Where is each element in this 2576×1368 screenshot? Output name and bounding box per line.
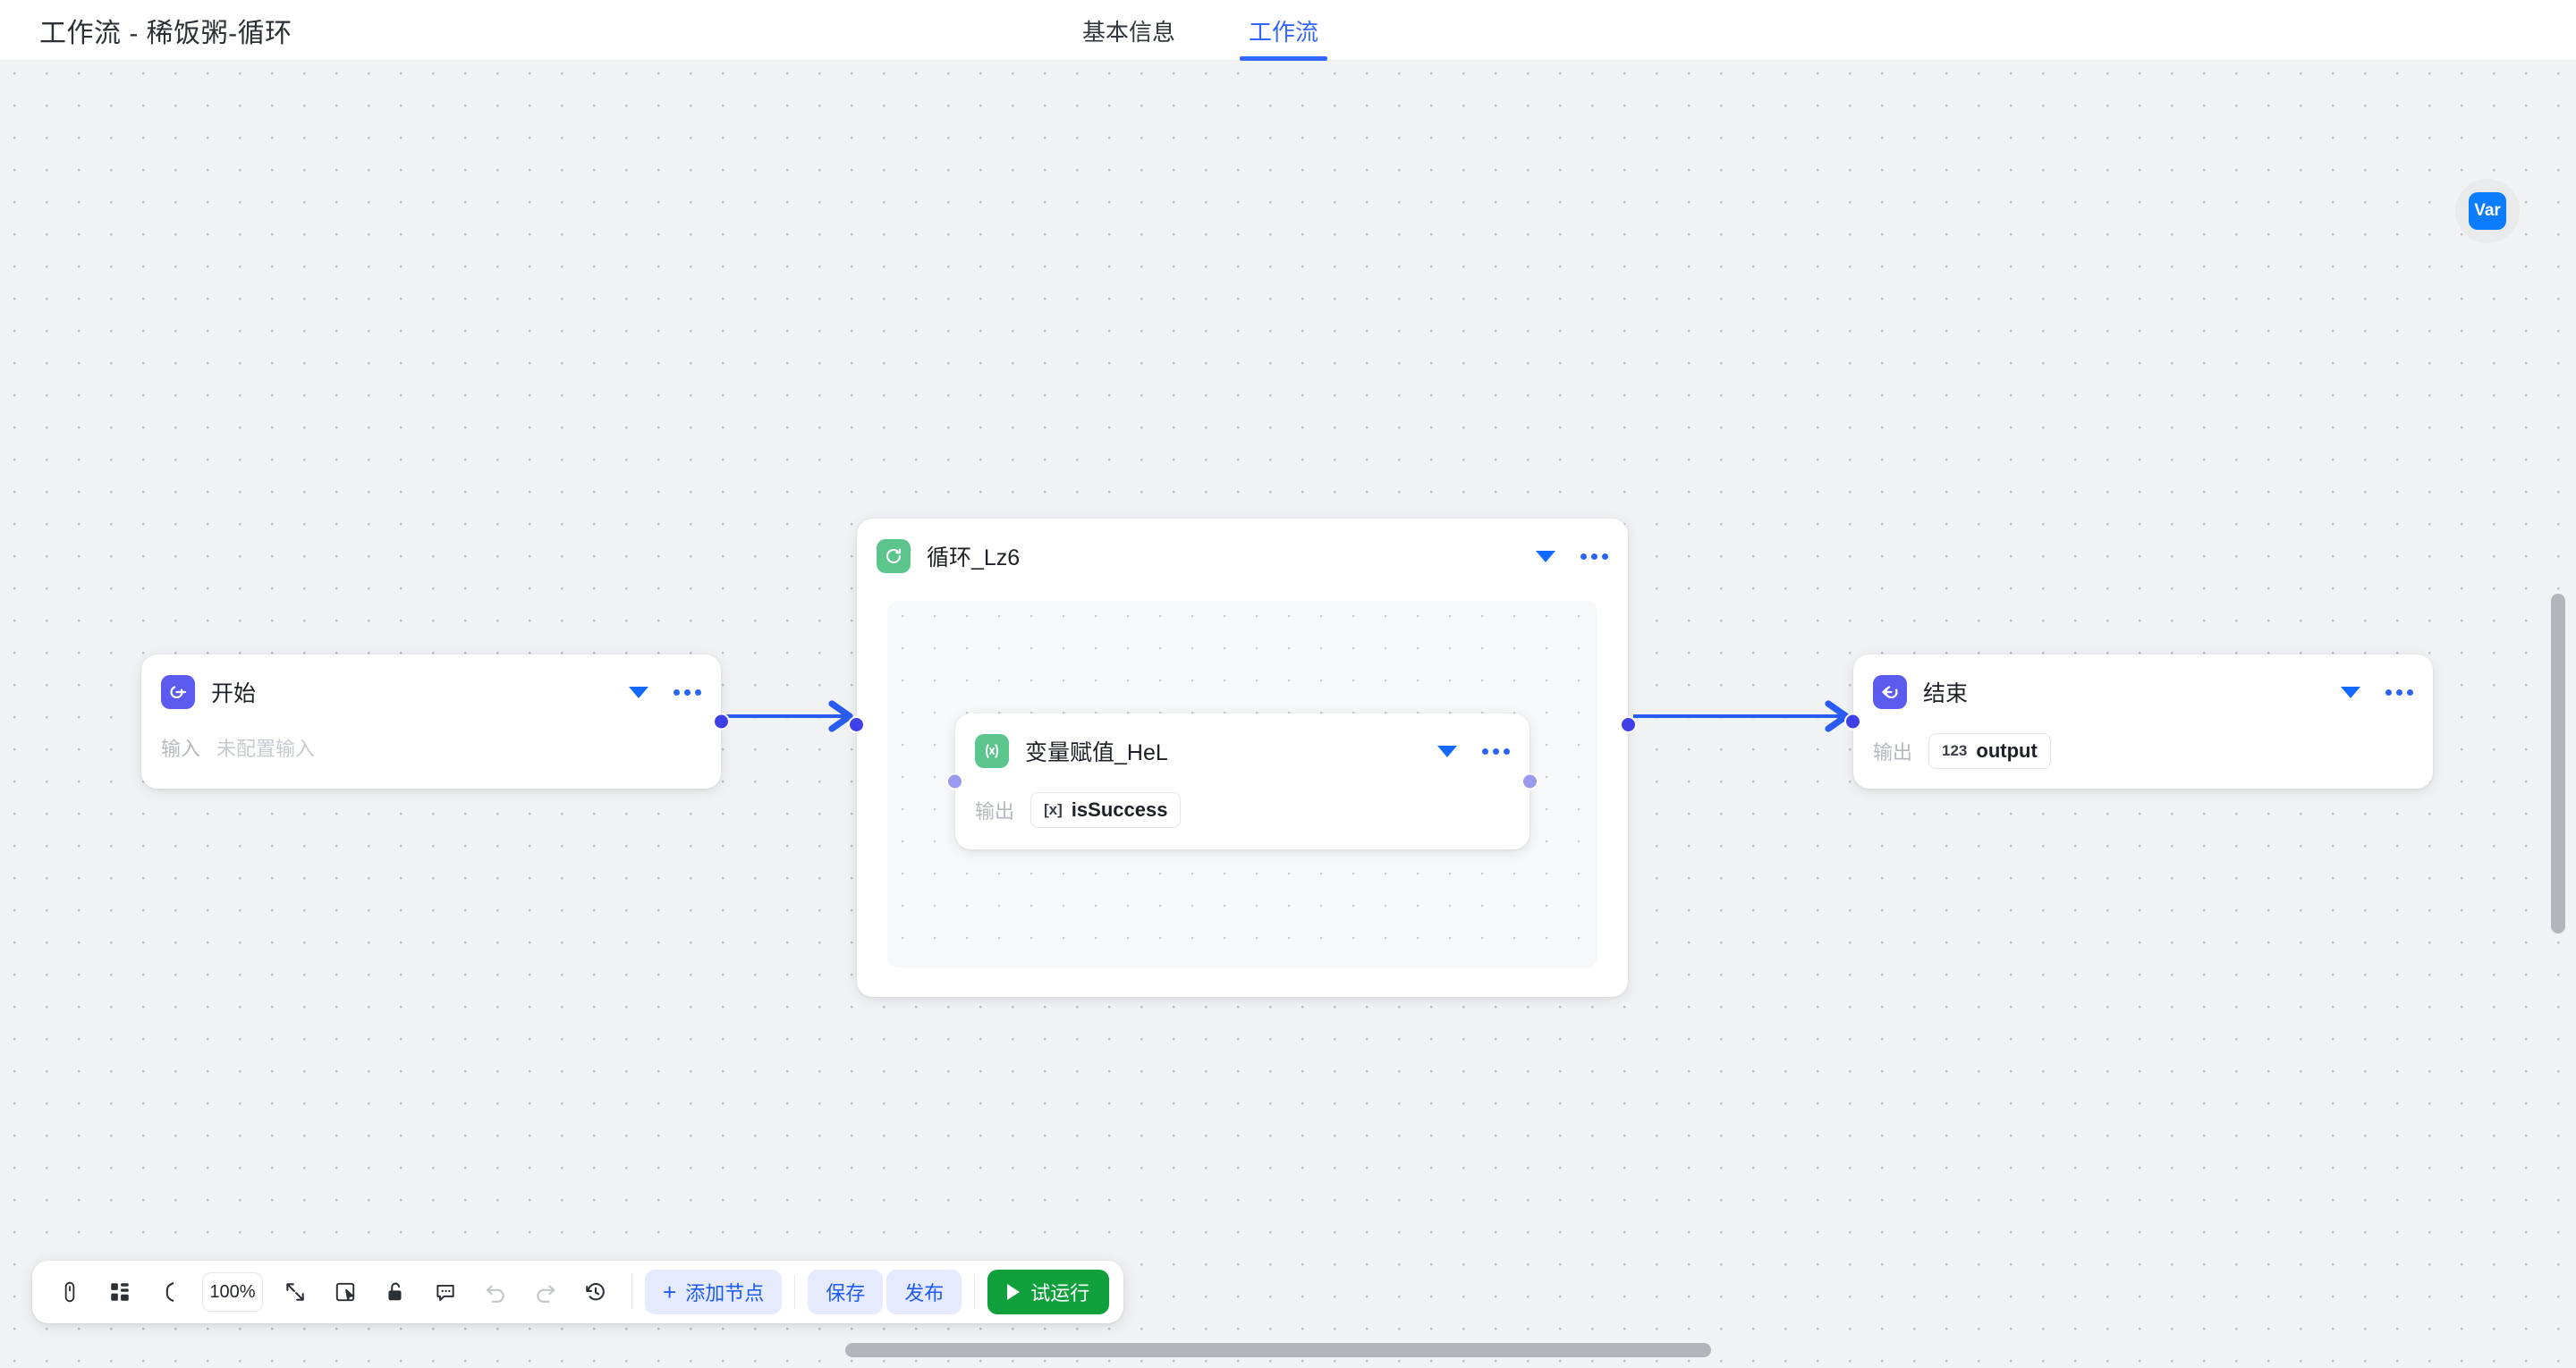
node-variable-assign-actions (1437, 745, 1510, 757)
node-start-header: 开始 (141, 654, 721, 714)
tab-workflow[interactable]: 工作流 (1240, 0, 1328, 61)
output-variable-name: isSuccess (1071, 798, 1168, 821)
node-start-body: 输入 未配置输入 (141, 714, 721, 783)
node-end-actions (2341, 686, 2413, 698)
toolbar-divider (631, 1275, 632, 1309)
layout-grid-icon[interactable] (97, 1269, 143, 1315)
node-variable-assign-header: 变量赋值_HeL (955, 714, 1530, 773)
node-variable-assign-input-handle[interactable] (946, 773, 963, 790)
node-end[interactable]: 结束 输出 123 output (1844, 654, 2433, 790)
publish-button[interactable]: 发布 (886, 1270, 962, 1314)
chevron-down-icon[interactable] (1536, 550, 1555, 562)
more-options-icon[interactable] (1580, 553, 1608, 560)
tab-basic-info[interactable]: 基本信息 (1082, 18, 1176, 46)
node-start-actions (629, 686, 701, 698)
more-options-icon[interactable] (2385, 688, 2413, 696)
bezier-curve-icon[interactable] (147, 1269, 193, 1315)
tab-bar: 基本信息 工作流 (1073, 0, 1328, 61)
add-node-button[interactable]: + 添加节点 (645, 1270, 783, 1314)
node-variable-assign-title: 变量赋值_HeL (1025, 740, 1168, 765)
test-run-label: 试运行 (1030, 1282, 1090, 1305)
zoom-level-display[interactable]: 100% (202, 1272, 263, 1312)
toolbar-divider (974, 1275, 976, 1309)
history-icon[interactable] (572, 1269, 619, 1315)
variables-panel-button[interactable]: Var (2455, 179, 2520, 243)
end-icon (1873, 675, 1907, 709)
node-end-output-label: 输出 (1873, 741, 1913, 764)
node-loop-input-handle[interactable] (848, 716, 865, 733)
node-loop-header: 循环_Lz6 (857, 519, 1628, 578)
more-options-icon[interactable] (674, 688, 701, 696)
output-variable-chip[interactable]: [x] isSuccess (1030, 792, 1182, 828)
app-header: 工作流 - 稀饭粥-循环 基本信息 工作流 (0, 0, 2576, 61)
comment-icon[interactable] (422, 1269, 469, 1315)
node-start-input-placeholder: 未配置输入 (216, 738, 316, 760)
output-variable-name: output (1976, 739, 2038, 762)
add-node-label: 添加节点 (685, 1282, 765, 1305)
node-variable-assign-output-handle[interactable] (1521, 773, 1538, 790)
chevron-down-icon[interactable] (629, 686, 648, 698)
mouse-pointer-icon[interactable] (47, 1269, 93, 1315)
horizontal-scrollbar[interactable] (845, 1343, 1711, 1357)
node-end-input-handle[interactable] (1844, 713, 1861, 730)
node-start-title: 开始 (211, 681, 257, 706)
chevron-down-icon[interactable] (1437, 745, 1457, 757)
fit-view-icon[interactable] (272, 1269, 318, 1315)
play-icon (1007, 1284, 1021, 1300)
node-end-body: 输出 123 output (1853, 714, 2433, 790)
node-loop-output-handle[interactable] (1620, 716, 1637, 733)
loop-icon (877, 539, 911, 573)
unlock-icon[interactable] (372, 1269, 419, 1315)
select-area-icon[interactable] (322, 1269, 369, 1315)
canvas-toolbar: 100% (32, 1261, 1124, 1323)
node-variable-assign-body: 输出 [x] isSuccess (955, 773, 1530, 849)
workflow-canvas[interactable]: Var 开始 输入 未配置输入 (0, 61, 2576, 1368)
var-icon: Var (2469, 192, 2506, 230)
node-start[interactable]: 开始 输入 未配置输入 (141, 654, 730, 789)
variable-icon (975, 734, 1009, 768)
undo-icon[interactable] (472, 1269, 519, 1315)
number-type-icon: 123 (1942, 742, 1968, 759)
vertical-scrollbar[interactable] (2551, 594, 2565, 933)
node-end-title: 结束 (1923, 681, 1969, 706)
boolean-type-icon: [x] (1044, 801, 1063, 818)
chevron-down-icon[interactable] (2341, 686, 2360, 698)
output-variable-chip[interactable]: 123 output (1928, 733, 2051, 769)
start-icon (161, 675, 195, 709)
toolbar-divider (794, 1275, 796, 1309)
node-loop-actions (1536, 550, 1608, 562)
test-run-button[interactable]: 试运行 (987, 1270, 1110, 1314)
plus-icon: + (663, 1279, 677, 1305)
node-end-header: 结束 (1853, 654, 2433, 714)
node-variable-assign[interactable]: 变量赋值_HeL 输出 [x] isSuccess (946, 714, 1538, 849)
node-variable-assign-output-label: 输出 (975, 800, 1015, 823)
save-button[interactable]: 保存 (808, 1270, 884, 1314)
more-options-icon[interactable] (1482, 747, 1510, 755)
redo-icon[interactable] (522, 1269, 569, 1315)
node-start-output-handle[interactable] (713, 713, 730, 730)
node-loop-title: 循环_Lz6 (927, 545, 1021, 570)
page-title: 工作流 - 稀饭粥-循环 (39, 18, 292, 48)
node-start-input-label: 输入 (161, 738, 201, 760)
